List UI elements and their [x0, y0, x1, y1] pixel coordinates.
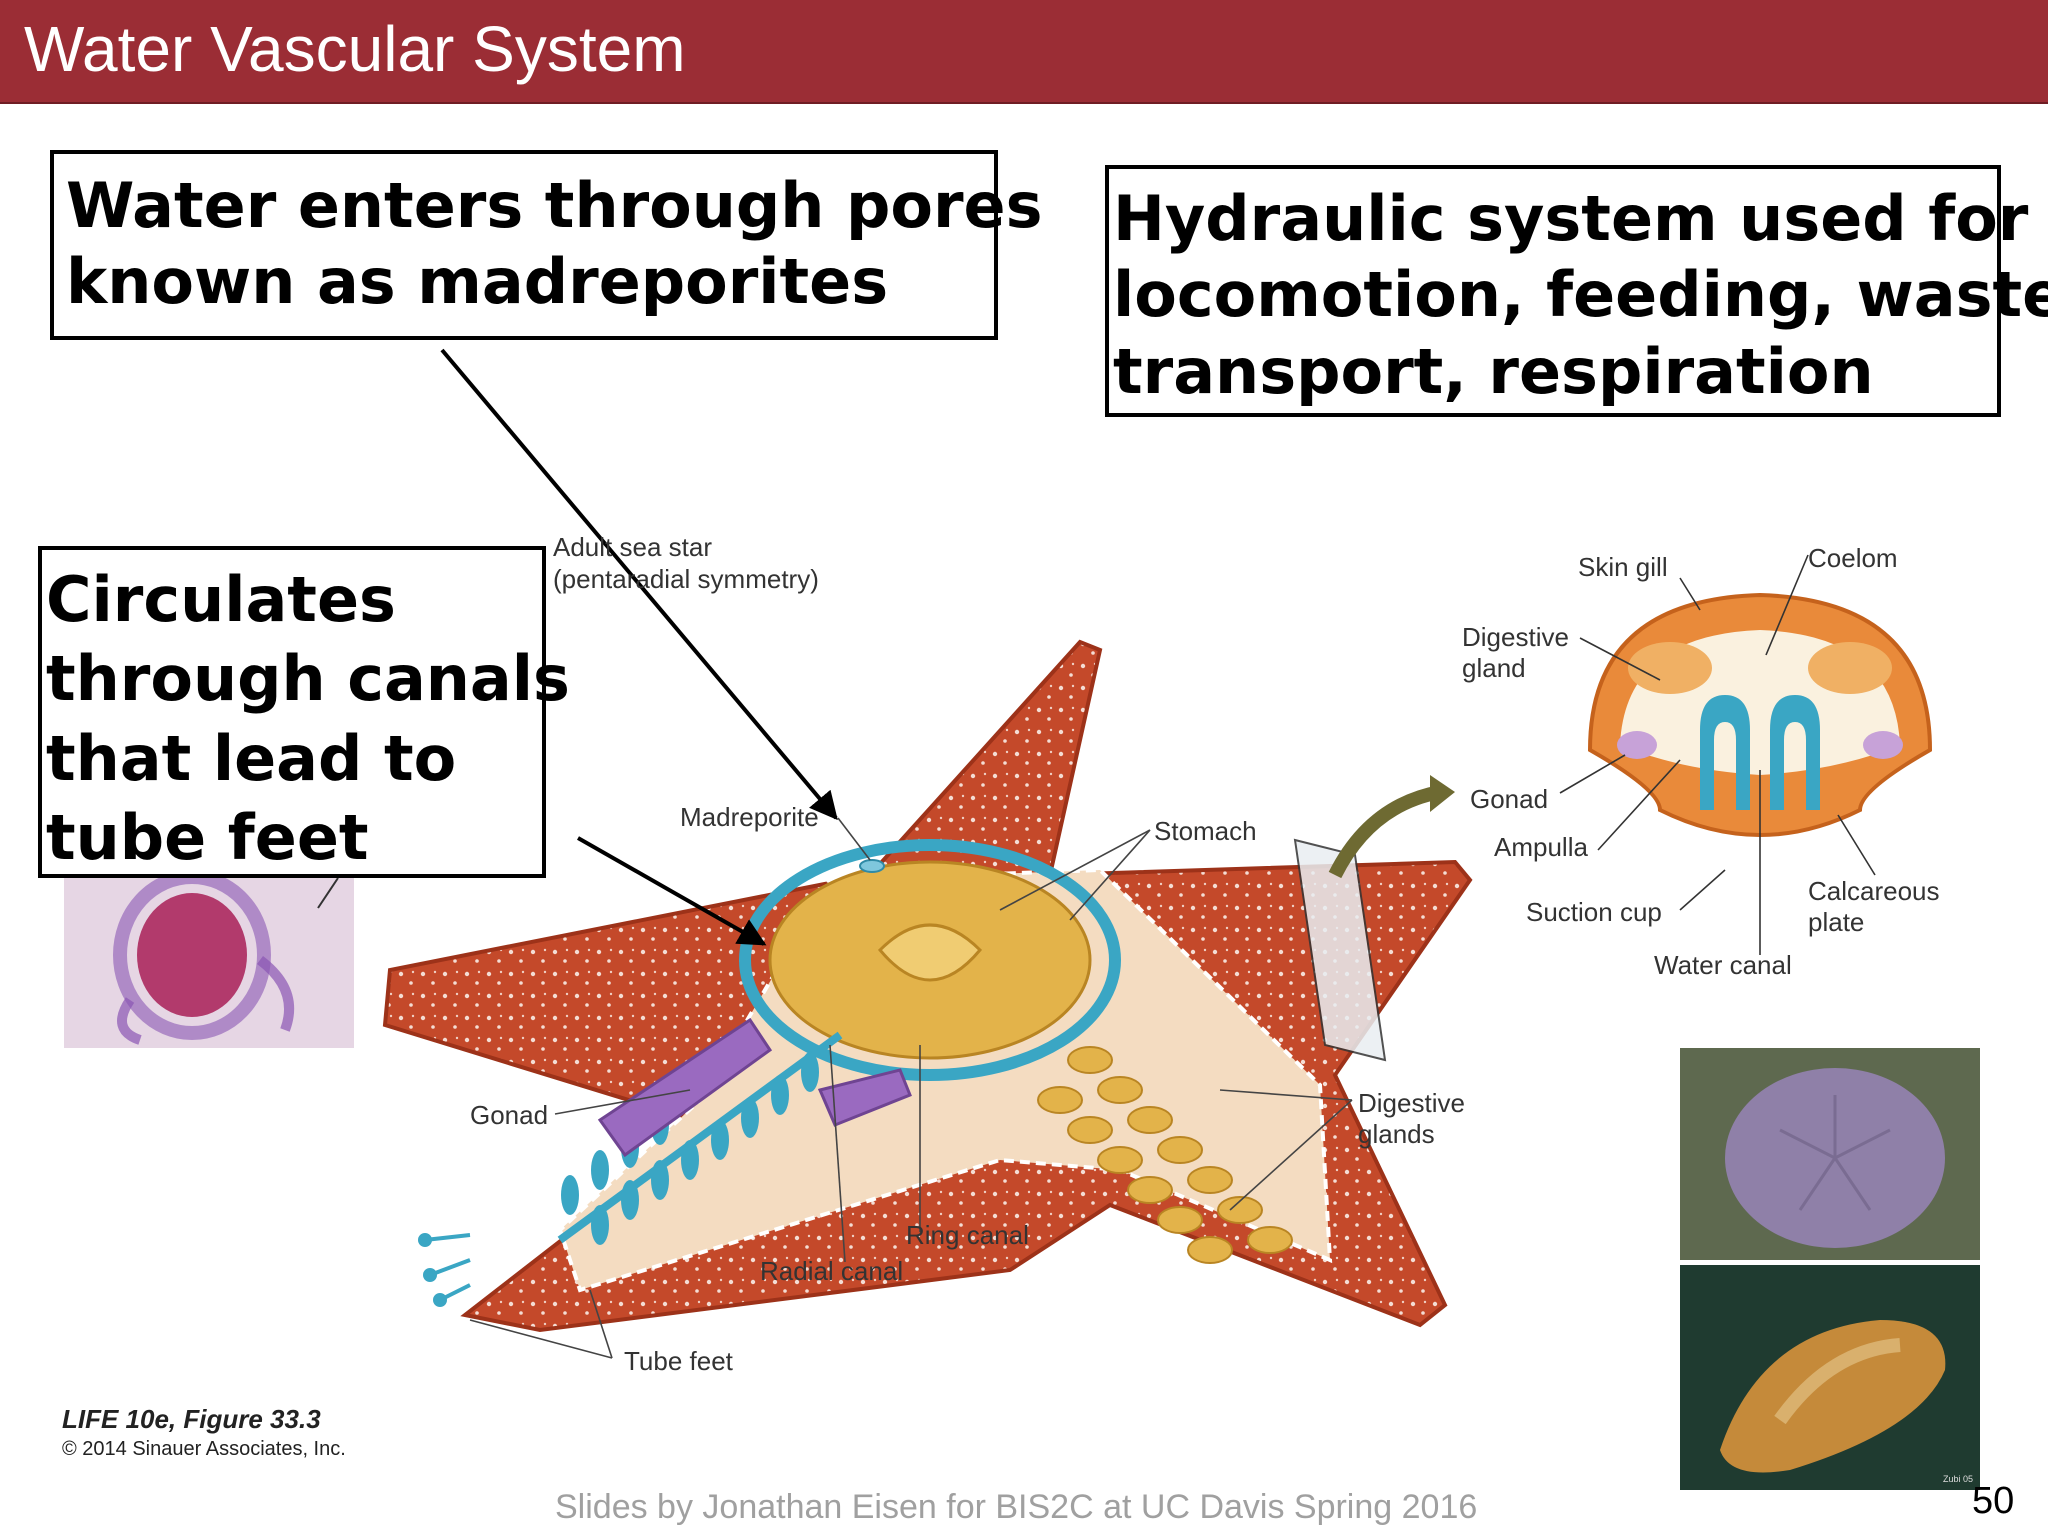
label-digestive-glands-1: Digestive — [1358, 1088, 1465, 1118]
canals-text-line: through canals — [46, 642, 570, 716]
label-digestive-glands-2: glands — [1358, 1119, 1435, 1149]
hydraulic-text-line: locomotion, feeding, waste — [1113, 258, 2048, 332]
label-tube-feet: Tube feet — [624, 1346, 733, 1376]
label-digestive-gland-1: Digestive — [1462, 622, 1569, 652]
canals-text-box: Circulates through canals that lead to t… — [38, 546, 570, 878]
sea-cucumber-photo — [1680, 1265, 1980, 1490]
title-bar: Water Vascular System — [0, 0, 2048, 104]
label-cross-gonad: Gonad — [1470, 784, 1549, 814]
label-water-canal: Water canal — [1654, 950, 1792, 980]
label-gonad: Gonad — [470, 1100, 549, 1130]
label-stomach: Stomach — [1154, 816, 1257, 846]
slide-title: Water Vascular System — [24, 13, 686, 85]
madreporite-text-line: Water enters through pores — [66, 169, 1043, 242]
label-skin-gill: Skin gill — [1578, 552, 1668, 582]
label-radial-canal: Radial canal — [760, 1256, 904, 1286]
slide-footer: Slides by Jonathan Eisen for BIS2C at UC… — [555, 1488, 1478, 1526]
panel-b-label-line2: (pentaradial symmetry) — [553, 564, 819, 594]
larva-photo — [64, 858, 354, 1048]
canals-text-line: Circulates — [46, 563, 396, 636]
label-calcareous-plate-1: Calcareous — [1808, 876, 1940, 906]
page-number: 50 — [1972, 1480, 2015, 1522]
label-coelom: Coelom — [1808, 543, 1898, 573]
figure-caption-title: LIFE 10e, Figure 33.3 — [62, 1404, 321, 1434]
label-calcareous-plate-2: plate — [1808, 907, 1865, 937]
label-madreporite: Madreporite — [680, 802, 819, 832]
cross-section-illustration — [1559, 554, 1933, 955]
label-suction-cup: Suction cup — [1526, 897, 1662, 927]
sea-star-illustration — [382, 639, 1473, 1333]
photo-credit: Zubi 05 — [1943, 1474, 1974, 1484]
sand-dollar-photo — [1680, 1048, 1980, 1260]
canals-text-line: that lead to — [46, 721, 457, 795]
madreporite-text-line: known as madreporites — [66, 245, 889, 319]
figure-caption-copyright: © 2014 Sinauer Associates, Inc. — [62, 1438, 346, 1460]
canals-text-line: tube feet — [46, 801, 369, 875]
canal-pointer-arrow — [577, 836, 767, 946]
label-ring-canal: Ring canal — [906, 1220, 1029, 1250]
label-digestive-gland-2: gland — [1462, 653, 1526, 683]
madreporite-pointer-arrow — [440, 348, 838, 821]
hydraulic-text-line: Hydraulic system used for — [1113, 182, 2029, 255]
hydraulic-text-line: transport, respiration — [1113, 334, 1874, 408]
panel-b-label-line1: Adult sea star — [553, 532, 712, 562]
madreporite-text-box: Water enters through pores known as madr… — [50, 150, 1043, 340]
hydraulic-text-box: Hydraulic system used for locomotion, fe… — [1105, 165, 2048, 417]
label-ampulla: Ampulla — [1494, 832, 1588, 862]
